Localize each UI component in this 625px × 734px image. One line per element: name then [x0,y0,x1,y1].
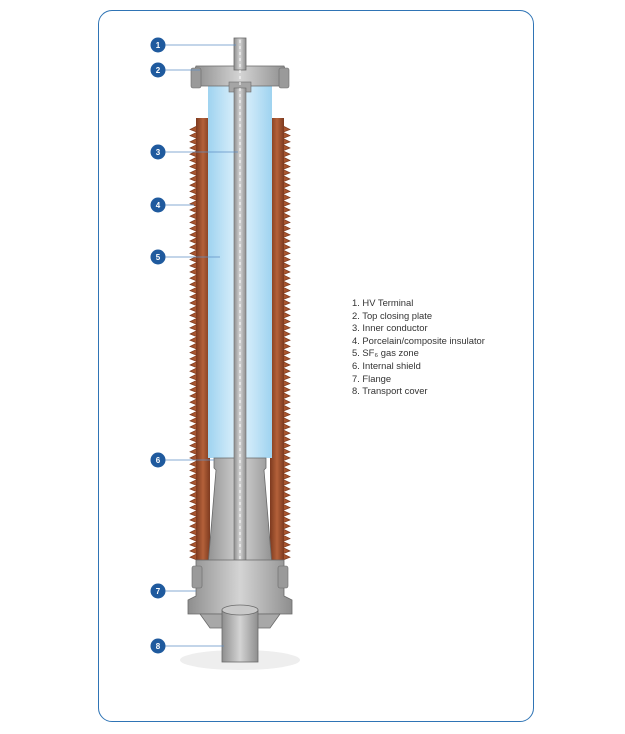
callout-group: 1 2 3 4 5 6 7 8 [150,37,238,654]
callout-badge-top-closing-plate [150,62,166,78]
legend-item: 3. Inner conductor [352,322,428,334]
callout-badge-sf6-gas-zone [150,249,166,265]
legend-item: 1. HV Terminal [352,297,414,308]
insulator-wall-right [270,118,284,563]
insulator-sheds-right [282,125,291,561]
top-plate-clamp-left [190,67,202,89]
callout-badge-hv-terminal [150,37,166,53]
legend-item: 4. Porcelain/composite insulator [352,334,485,346]
flange-bolt-left [191,565,203,589]
callout-number-transport-cover: 8 [156,642,161,651]
callout-number-sf6-gas-zone: 5 [156,253,161,262]
legend-item: 8. Transport cover [352,385,428,397]
top-plate-clamp-right [278,67,290,89]
callout-number-inner-conductor: 3 [156,148,161,157]
transport-cover-top [221,604,259,616]
callout-badge-internal-shield [150,452,166,468]
legend-item: 2. Top closing plate [352,309,433,321]
callout-badge-inner-conductor [150,144,166,160]
legend-item: 6. Internal shield [352,359,421,371]
callout-number-flange: 7 [156,587,161,596]
callout-badge-transport-cover [150,638,166,654]
flange-bolt-right [277,565,289,589]
callout-number-internal-shield: 6 [156,456,161,465]
callout-number-hv-terminal: 1 [156,41,161,50]
shed-fins-left [189,125,198,561]
callout-number-insulator: 4 [156,201,161,210]
callout-badge-insulator [150,197,166,213]
legend-item: 5. SF₆ gas zone [352,347,419,359]
shed-fins-right [282,125,291,561]
parts-legend: 1. HV Terminal 2. Top closing plate 3. I… [352,297,485,398]
callout-badge-flange [150,583,166,599]
transport-cover [221,609,259,663]
diagram-frame [98,10,534,722]
insulator-wall-left [196,118,210,563]
callout-number-top-closing-plate: 2 [156,66,161,75]
insulator-sheds-left [189,125,198,561]
legend-item: 7. Flange [352,372,392,384]
